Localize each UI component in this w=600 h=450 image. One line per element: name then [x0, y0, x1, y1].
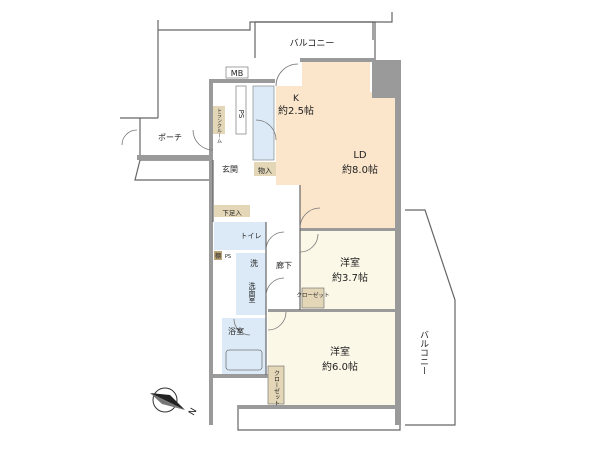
shelf-box: [214, 251, 222, 260]
ld-room: [276, 62, 395, 228]
shoe-box-label: 下足入: [222, 209, 242, 217]
ps-label: PS: [237, 110, 245, 119]
wall-left: [209, 80, 213, 425]
western-room-2: [268, 312, 395, 405]
bathtub: [225, 349, 263, 371]
top-balcony-outline: [255, 21, 376, 60]
shelf-label: 棚: [215, 252, 221, 260]
room1-size-label: 約3.7帖: [332, 271, 368, 284]
room1-label: 洋室: [340, 256, 360, 269]
room2-size-label: 約6.0帖: [322, 360, 358, 373]
ld-label: LD: [353, 150, 367, 161]
shoe-box: [214, 205, 250, 217]
k-label: K: [293, 94, 300, 104]
trunk-room: [213, 106, 225, 134]
wall-bath: [213, 374, 268, 378]
hallway-label: 廊下: [276, 260, 292, 270]
ps-small-label: PS: [225, 254, 231, 260]
k-size-label: 約2.5帖: [278, 104, 314, 117]
right-balcony-outline: [405, 209, 456, 426]
kitchen-counter: [252, 85, 275, 161]
wall-mid-2: [268, 309, 395, 312]
washroom-area: [236, 253, 266, 315]
compass-n-label: N: [187, 407, 199, 418]
toilet-room: [214, 222, 266, 250]
closet-1-box: [301, 287, 325, 309]
closet-2-box: [267, 365, 285, 405]
porch-outline: [120, 12, 393, 119]
porch-label: ポーチ: [158, 133, 182, 142]
closet1-label: クローゼット: [296, 291, 329, 299]
storage-box: [254, 162, 276, 176]
closet2-label: クローゼット: [273, 370, 280, 406]
bath-label: 浴室: [228, 326, 244, 336]
wall-mid-1: [300, 228, 395, 231]
entrance-label: 玄関: [222, 164, 238, 174]
wall-right: [395, 92, 401, 425]
balcony-top-label: バルコニー: [290, 38, 335, 49]
wall-porch: [137, 155, 209, 160]
toilet-label: トイレ: [241, 232, 262, 240]
balcony-right-label: バルコニー: [418, 330, 429, 375]
compass-icon: N: [150, 387, 199, 418]
storage-label: 物入: [258, 166, 272, 175]
washer-label: 洗: [250, 258, 258, 268]
porch-area: [134, 118, 210, 181]
mb-label: MB: [231, 69, 243, 78]
wall-bottom: [238, 405, 401, 409]
room2-label: 洋室: [330, 345, 350, 358]
wall-top: [300, 58, 375, 62]
wall-top-left: [209, 79, 275, 83]
mb-box: [225, 66, 249, 79]
wall-corner: [372, 60, 401, 98]
ld-size-label: 約8.0帖: [342, 163, 378, 176]
trunk-room-label: トランクルーム: [216, 108, 222, 143]
ps-box: [235, 85, 247, 135]
washroom-label: 洗面室: [248, 281, 256, 303]
